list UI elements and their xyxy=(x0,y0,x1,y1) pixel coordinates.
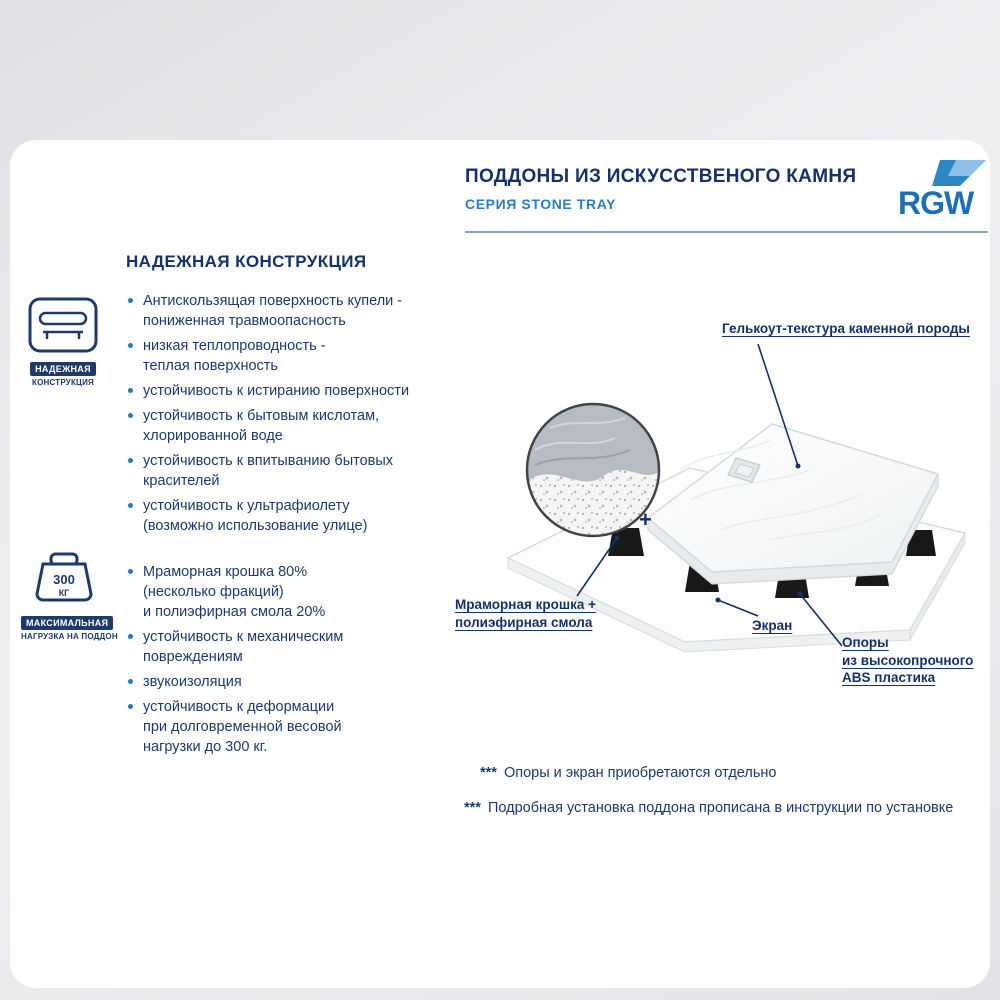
feature-item: устойчивость к ультрафиолету (возможно и… xyxy=(126,496,448,536)
feature-item: низкая теплопроводность - теплая поверхн… xyxy=(126,336,448,376)
weight-300kg-icon: 300 КГ xyxy=(35,552,93,602)
rgw-logo-text: RGW xyxy=(898,185,975,221)
brand-logo: RGW xyxy=(896,158,990,222)
feature-item: устойчивость к истиранию поверхности xyxy=(126,381,448,401)
reliability-badge-label-top: НАДЕЖНАЯ xyxy=(30,362,96,376)
header-divider xyxy=(465,231,988,233)
section-heading-construction: НАДЕЖНАЯ КОНСТРУКЦИЯ xyxy=(126,252,367,271)
feature-list-material: Мраморная крошка 80% (несколько фракций)… xyxy=(126,562,448,762)
footnote: *** Подробная установка поддона прописана… xyxy=(464,800,953,816)
max-load-badge: 300 КГ МАКСИМАЛЬНАЯ НАГРУЗКА НА ПОДДОН xyxy=(21,550,118,641)
callout-marble: Мраморная крошка + полиэфирная смола xyxy=(455,597,596,630)
drain-icon xyxy=(727,457,761,483)
feature-item: Антискользящая поверхность купели - пони… xyxy=(126,291,448,331)
max-load-label-top: МАКСИМАЛЬНАЯ xyxy=(21,616,114,630)
rgw-logo-icon: RGW xyxy=(898,160,986,221)
feature-item: устойчивость к впитыванию бытовых красит… xyxy=(126,451,448,491)
footnote-text: Опоры и экран приобретаются отдельно xyxy=(503,765,777,781)
weight-value: 300 xyxy=(53,572,75,587)
max-load-label-bottom: НАГРУЗКА НА ПОДДОН xyxy=(21,632,118,641)
feature-list-construction: Антискользящая поверхность купели - пони… xyxy=(126,291,448,541)
plus-icon: + xyxy=(639,507,652,532)
reliability-badge: НАДЕЖНАЯ КОНСТРУКЦИЯ xyxy=(21,296,105,387)
footnote: *** Опоры и экран приобретаются отдельно xyxy=(480,765,776,781)
reliability-badge-label-bottom: КОНСТРУКЦИЯ xyxy=(32,378,94,387)
callout-screen: Экран xyxy=(752,618,793,633)
feature-item: Мраморная крошка 80% (несколько фракций)… xyxy=(126,562,448,622)
callout-texture: Гелькоут-текстура каменной породы xyxy=(722,321,970,336)
feature-item: устойчивость к бытовым кислотам, хлориро… xyxy=(126,406,448,446)
texture-magnifier: + xyxy=(525,402,661,538)
series-subtitle: СЕРИЯ STONE TRAY xyxy=(465,196,617,212)
shower-tray-illustration: + xyxy=(506,343,967,653)
feature-item: устойчивость к механическим повреждениям xyxy=(126,627,448,667)
callout-supports: Опоры из высокопрочного ABS пластика xyxy=(842,635,974,686)
feature-item: устойчивость к деформации при долговреме… xyxy=(126,697,448,757)
reliable-construction-icon xyxy=(28,297,98,353)
weight-unit: КГ xyxy=(59,588,70,598)
feature-item: звукоизоляция xyxy=(126,672,448,692)
callout-lines xyxy=(576,343,843,647)
page-title: ПОДДОНЫ ИЗ ИСКУССТВЕНОГО КАМНЯ xyxy=(465,166,857,187)
footnote-marker: *** xyxy=(464,800,481,816)
callout-dots xyxy=(614,463,803,603)
footnote-marker: *** xyxy=(480,765,497,781)
stone-tray xyxy=(646,423,940,585)
footnote-text: Подробная установка поддона прописана в … xyxy=(487,800,954,816)
